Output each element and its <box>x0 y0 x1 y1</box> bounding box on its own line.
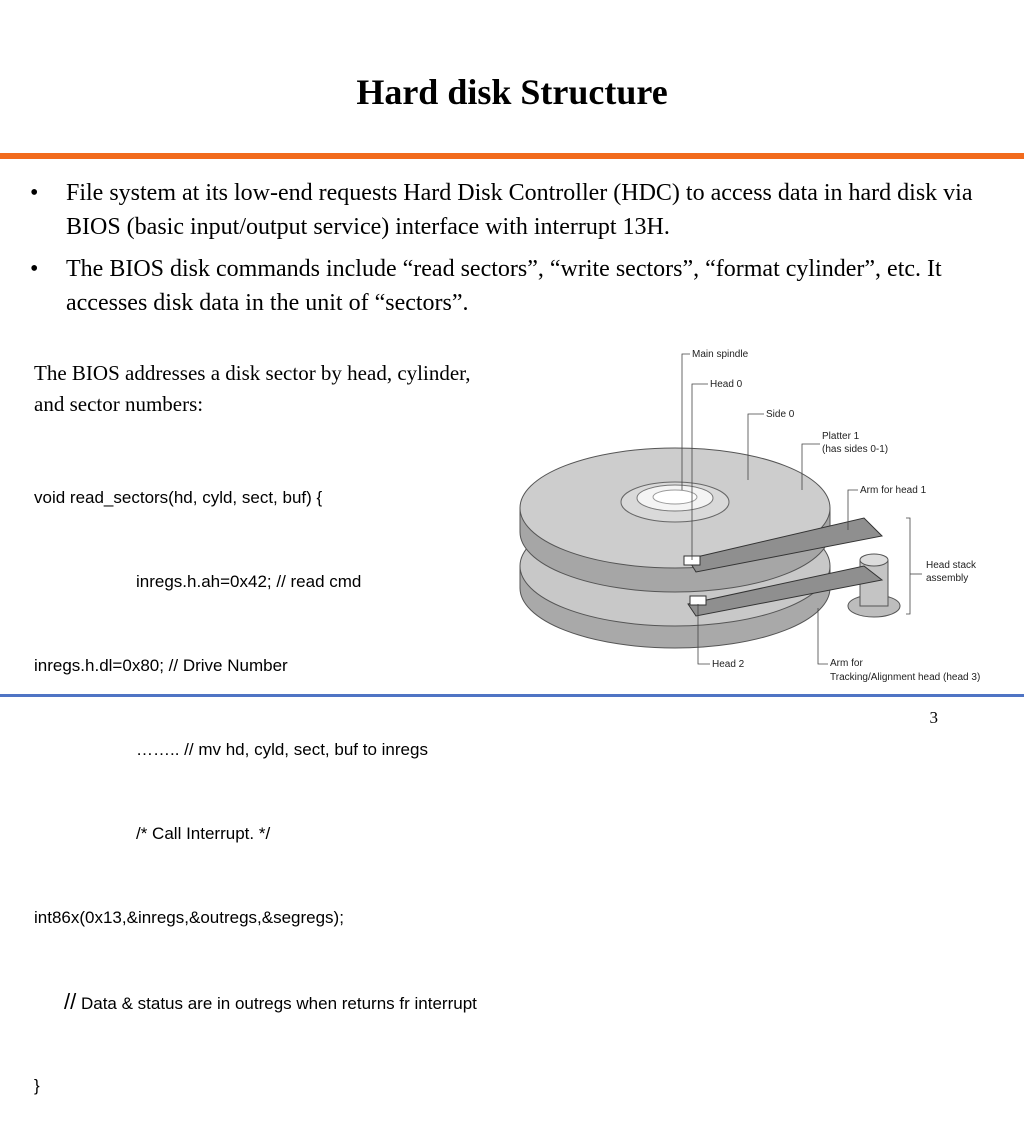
slide-title: Hard disk Structure <box>356 72 668 112</box>
label-platter-1: Platter 1 <box>822 431 860 442</box>
code-line: inregs.h.dl=0x80; // Drive Number <box>34 656 288 675</box>
label-head-stack-line1: Head stack <box>926 560 977 571</box>
code-comment-line: // Data & status are in outregs when ret… <box>34 988 477 1016</box>
head-stack-assembly <box>683 517 901 618</box>
code-line: void read_sectors(hd, cyld, sect, buf) { <box>34 488 323 507</box>
title-divider <box>0 153 1024 159</box>
bullet-item: • File system at its low-end requests Ha… <box>30 176 990 244</box>
code-block: void read_sectors(hd, cyld, sect, buf) {… <box>34 428 477 1128</box>
intro-text: The BIOS addresses a disk sector by head… <box>34 361 471 416</box>
label-arm-head-1: Arm for head 1 <box>860 485 927 496</box>
label-main-spindle: Main spindle <box>692 349 749 360</box>
bullet-list: • File system at its low-end requests Ha… <box>30 176 990 328</box>
footer-divider <box>0 694 1024 697</box>
code-line: …….. // mv hd, cyld, sect, buf to inregs <box>136 740 428 759</box>
label-arm-tracking-line2: Tracking/Alignment head (head 3) <box>830 672 980 683</box>
comment-text: Data & status are in outregs when return… <box>76 994 477 1013</box>
comment-slashes: // <box>64 989 77 1014</box>
code-line: } <box>34 1076 40 1095</box>
leader-lines <box>681 353 922 665</box>
page-number: 3 <box>929 708 939 727</box>
code-line: inregs.h.ah=0x42; // read cmd <box>136 572 362 591</box>
label-head-0: Head 0 <box>710 379 743 390</box>
spindle-hub <box>620 481 730 523</box>
bullet-dot: • <box>30 256 39 282</box>
bullet-text: The BIOS disk commands include “read sec… <box>66 256 942 316</box>
label-head-2: Head 2 <box>712 659 745 670</box>
code-line: int86x(0x13,&inregs,&outregs,&segregs); <box>34 908 344 927</box>
label-arm-tracking-line1: Arm for <box>830 658 863 669</box>
bullet-dot: • <box>30 180 39 206</box>
bullet-item: • The BIOS disk commands include “read s… <box>30 252 990 320</box>
label-head-stack-line2: assembly <box>926 573 968 584</box>
label-platter-1-note: (has sides 0-1) <box>822 444 888 455</box>
label-side-0: Side 0 <box>766 409 795 420</box>
bullet-text: File system at its low-end requests Hard… <box>66 180 973 240</box>
hard-disk-diagram: Main spindle Head 0 Side 0 Platter 1 (ha… <box>519 349 980 683</box>
code-line: /* Call Interrupt. */ <box>136 824 271 843</box>
